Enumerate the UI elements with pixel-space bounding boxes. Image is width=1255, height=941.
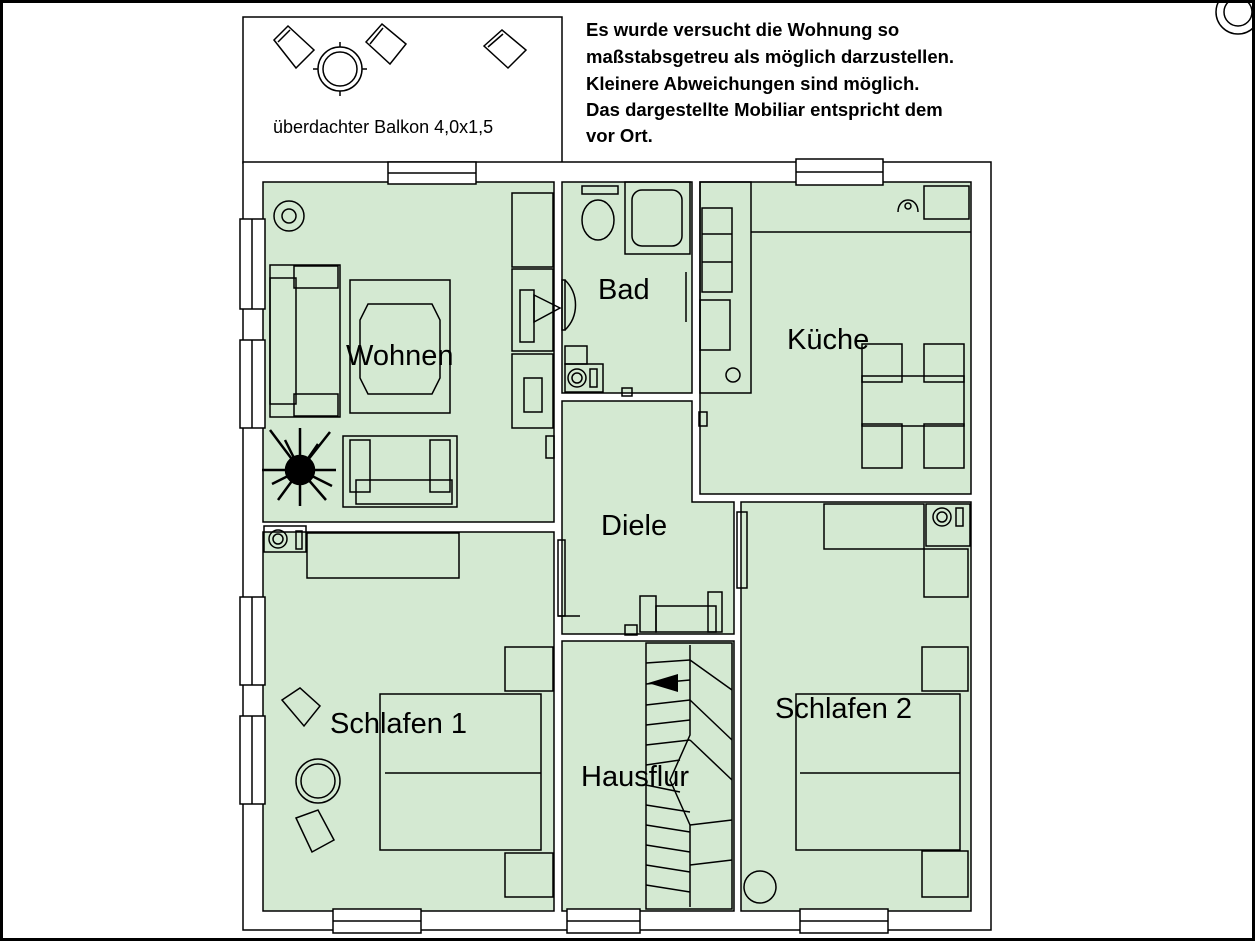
rooms: [262, 181, 972, 912]
plant-icon: [262, 428, 336, 506]
balcony-outline: [242, 16, 563, 164]
windows: [239, 158, 889, 934]
bad-furniture: [561, 181, 691, 397]
room-label-bad: Bad: [598, 274, 650, 306]
diele-furniture: [557, 511, 748, 636]
room-hausflur: [561, 640, 735, 912]
schlafen2-furniture: [743, 503, 971, 904]
room-label-schlafen1: Schlafen 1: [330, 708, 467, 740]
room-diele: [561, 400, 735, 635]
stair-arrow-icon: [648, 674, 678, 692]
compass-rose-icon: [1215, 0, 1255, 35]
balcony-furniture: [272, 22, 528, 96]
room-label-diele: Diele: [601, 510, 667, 542]
room-label-wohnen: Wohnen: [346, 340, 454, 372]
note-line: Das dargestellte Mobiliar entspricht dem: [586, 99, 943, 120]
room-label-schlafen2: Schlafen 2: [775, 693, 912, 725]
room-label-hausflur: Hausflur: [581, 761, 689, 793]
balcony-label: überdachter Balkon 4,0x1,5: [273, 117, 493, 137]
note-line: maßstabsgetreu als möglich darzustellen.: [586, 46, 954, 67]
wohnen-furniture: [269, 192, 562, 508]
note-line: vor Ort.: [586, 125, 653, 146]
room-label-kueche: Küche: [787, 324, 869, 356]
note-line: Es wurde versucht die Wohnung so: [586, 19, 899, 40]
room-schlafen2: [740, 501, 972, 912]
kueche-furniture: [698, 181, 971, 469]
schlafen1-furniture: [263, 525, 554, 898]
note-line: Kleinere Abweichungen sind möglich.: [586, 73, 919, 94]
